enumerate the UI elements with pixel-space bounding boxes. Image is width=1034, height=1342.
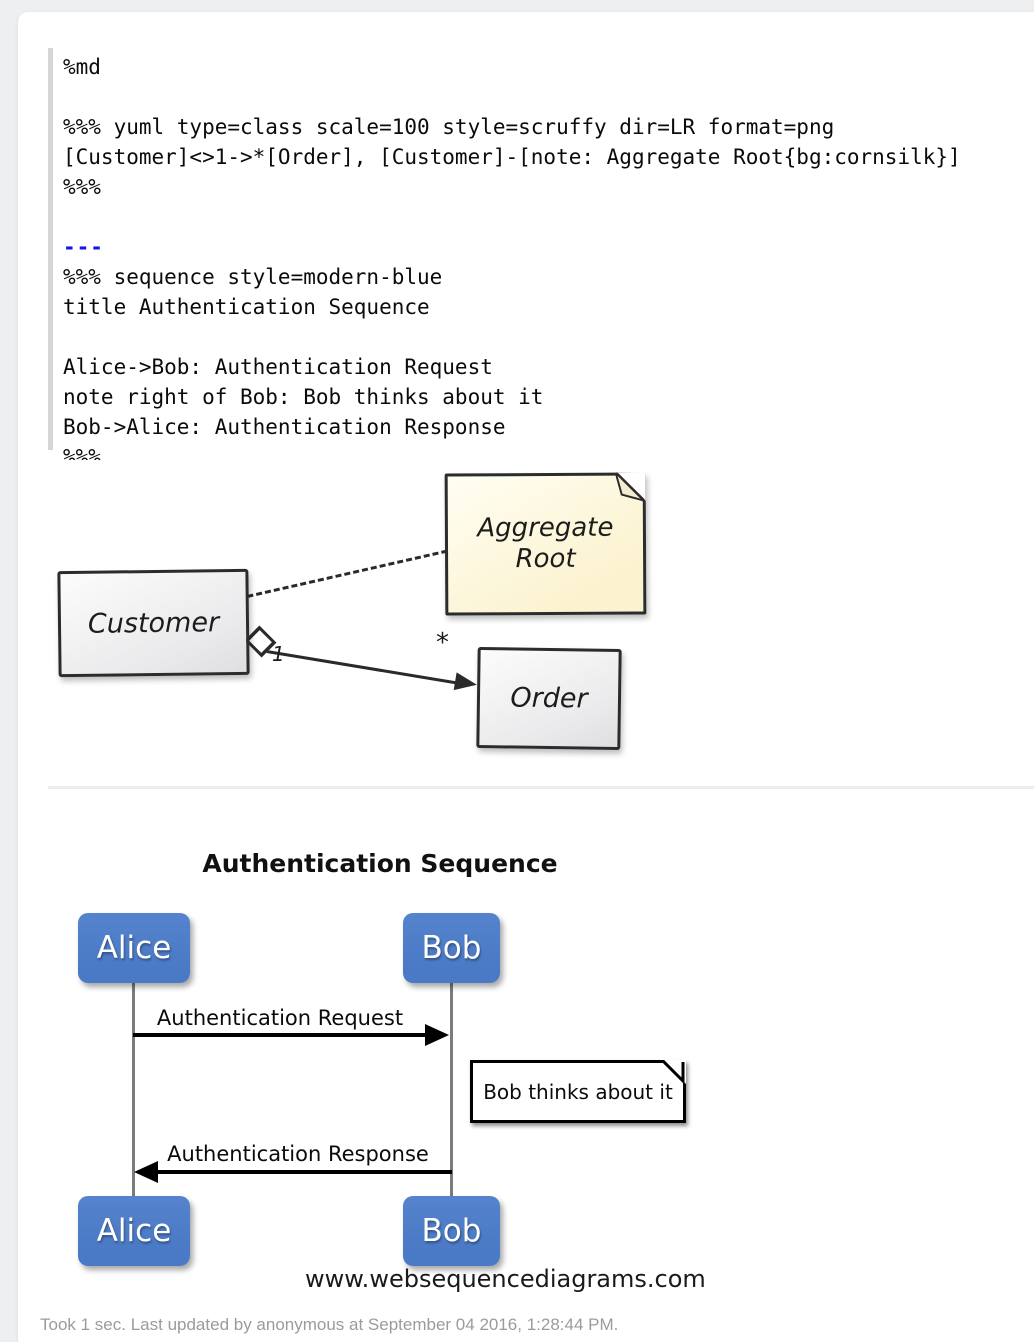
status-footer: Took 1 sec. Last updated by anonymous at… [40, 1315, 619, 1334]
message-response-arrowhead-icon [134, 1161, 158, 1183]
code-line: note right of Bob: Bob thinks about it [63, 385, 544, 409]
sequence-note: Bob thinks about it [470, 1060, 686, 1123]
code-line: Bob->Alice: Authentication Response [63, 415, 506, 439]
uml-note-label-line2: Root [515, 543, 576, 575]
message-request-label: Authentication Request [156, 1006, 404, 1030]
uml-class-order: Order [476, 646, 622, 751]
code-cell[interactable]: %md %%% yuml type=class scale=100 style=… [53, 48, 1024, 460]
actor-label: Alice [96, 1213, 172, 1249]
cell-focus-bar [48, 48, 53, 450]
message-response-label: Authentication Response [167, 1142, 429, 1166]
code-line [63, 82, 1024, 112]
actor-label: Bob [421, 930, 482, 966]
uml-class-customer: Customer [57, 568, 250, 678]
watermark-credit: www.websequencediagrams.com [305, 1265, 706, 1293]
uml-multiplicity-many: * [436, 628, 449, 658]
uml-association-arrowhead-icon [453, 672, 479, 694]
note-folded-corner-icon [615, 472, 646, 503]
code-line [63, 322, 1024, 352]
message-response-line [156, 1170, 452, 1174]
code-line: %%% [63, 445, 101, 460]
code-line: [Customer]<>1->*[Order], [Customer]-[not… [63, 145, 961, 169]
sequence-note-label: Bob thinks about it [483, 1079, 673, 1104]
code-line: %%% yuml type=class scale=100 style=scru… [63, 115, 835, 139]
note-folded-corner-icon [662, 1060, 686, 1084]
actor-label: Alice [96, 930, 172, 966]
message-request-arrowhead-icon [425, 1024, 449, 1046]
code-line-markdown-hr: --- [63, 235, 104, 259]
uml-note-label-line1: Aggregate [477, 512, 614, 544]
code-line [63, 202, 1024, 232]
code-line: %%% [63, 175, 101, 199]
sequence-title: Authentication Sequence [202, 849, 558, 878]
message-request-line [133, 1033, 427, 1037]
code-line: title Authentication Sequence [63, 295, 430, 319]
actor-alice-top: Alice [78, 913, 190, 983]
lifeline-bob [450, 983, 453, 1196]
uml-note: Aggregate Root [444, 472, 647, 616]
code-line: Alice->Bob: Authentication Request [63, 355, 493, 379]
code-line: %%% sequence style=modern-blue [63, 265, 443, 289]
actor-bob-top: Bob [403, 913, 500, 983]
uml-multiplicity-one: 1 [272, 642, 285, 666]
actor-label: Bob [421, 1213, 482, 1249]
uml-class-order-label: Order [510, 682, 588, 715]
actor-bob-bottom: Bob [403, 1196, 500, 1266]
actor-alice-bottom: Alice [78, 1196, 190, 1266]
lifeline-alice [132, 983, 135, 1196]
uml-class-customer-label: Customer [87, 606, 220, 640]
markdown-divider [48, 786, 1034, 789]
code-line: %md [63, 55, 101, 79]
